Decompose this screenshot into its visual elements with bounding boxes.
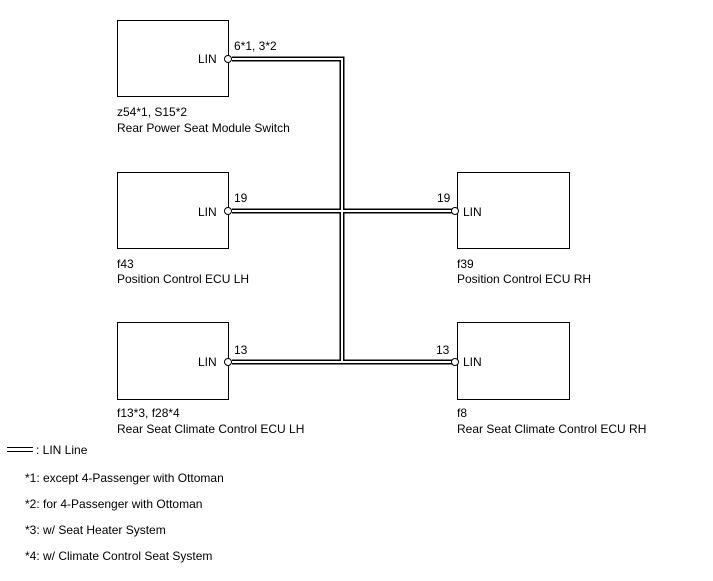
climate-lh-name: Rear Seat Climate Control ECU LH — [117, 422, 305, 436]
ecu-lh-name: Position Control ECU LH — [117, 272, 250, 286]
ecu-rh-name: Position Control ECU RH — [457, 272, 592, 286]
climate-lh-terminal — [224, 358, 232, 366]
ecu-lh-pin-number: 19 — [234, 191, 248, 205]
climate-rh-terminal — [451, 358, 459, 366]
climate-lh-code: f13*3, f28*4 — [117, 406, 180, 420]
note-2: *2: for 4-Passenger with Ottoman — [25, 497, 203, 511]
climate-rh-code: f8 — [457, 406, 468, 420]
climate-rh-name: Rear Seat Climate Control ECU RH — [457, 422, 647, 436]
note-1: *1: except 4-Passenger with Ottoman — [25, 471, 224, 485]
note-3: *3: w/ Seat Heater System — [25, 523, 166, 537]
ecu-rh-code: f39 — [457, 257, 474, 271]
switch-pin-label: LIN — [198, 52, 217, 66]
climate-rh-box — [457, 322, 570, 400]
climate-lh-pin-label: LIN — [198, 355, 217, 369]
ecu-lh-box — [117, 172, 229, 249]
switch-code: z54*1, S15*2 — [117, 105, 188, 119]
switch-terminal — [224, 55, 232, 63]
climate-lh-pin-number: 13 — [234, 343, 248, 357]
ecu-rh-box — [457, 172, 570, 249]
switch-pin-number: 6*1, 3*2 — [234, 39, 277, 53]
ecu-rh-pin-number: 19 — [437, 191, 451, 205]
switch-name: Rear Power Seat Module Switch — [117, 121, 290, 135]
ecu-rh-pin-label: LIN — [463, 205, 482, 219]
lin-line-legend-label: : LIN Line — [36, 443, 88, 457]
switch-box — [117, 20, 229, 97]
climate-rh-pin-label: LIN — [463, 355, 482, 369]
lin-line-legend-swatch — [7, 447, 33, 452]
note-4: *4: w/ Climate Control Seat System — [25, 549, 213, 563]
climate-lh-box — [117, 322, 229, 400]
ecu-lh-terminal — [224, 207, 232, 215]
climate-rh-pin-number: 13 — [436, 343, 450, 357]
ecu-rh-terminal — [451, 207, 459, 215]
ecu-lh-code: f43 — [117, 257, 134, 271]
ecu-lh-pin-label: LIN — [198, 205, 217, 219]
